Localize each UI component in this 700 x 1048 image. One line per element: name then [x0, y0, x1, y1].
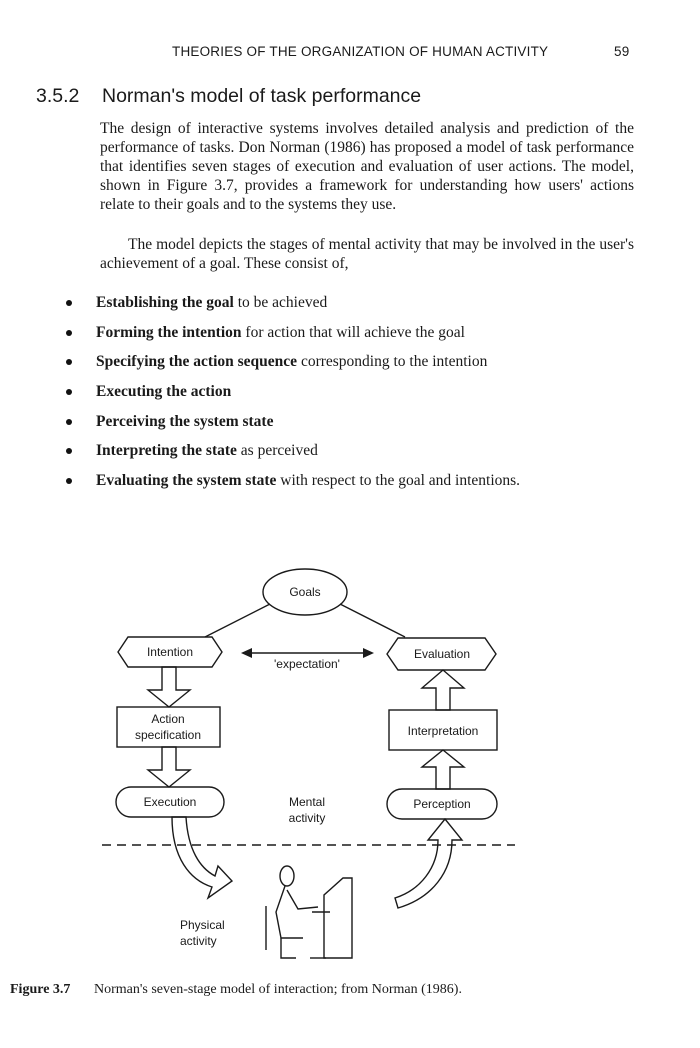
- action-specification-label-line1: Action: [151, 712, 184, 726]
- perception-curved-arrow-icon: [394, 817, 464, 909]
- list-item: Specifying the action sequence correspon…: [66, 353, 646, 383]
- mental-activity-label-line2: activity: [289, 811, 326, 825]
- stage-description: with respect to the goal and intentions.: [276, 472, 521, 490]
- norman-model-figure: Goals Intention Evaluation 'expectation'…: [102, 568, 515, 959]
- mental-activity-label-line1: Mental: [289, 795, 325, 809]
- stage-description: corresponding to the intention: [297, 353, 488, 371]
- execution-curved-arrow-icon: [171, 816, 234, 900]
- expectation-left-arrowhead-icon: [241, 648, 252, 658]
- bullet-icon: [66, 300, 72, 306]
- figure-caption-label: Figure 3.7: [10, 982, 71, 997]
- goals-ellipse: [262, 568, 348, 616]
- stage-description: as perceived: [236, 442, 318, 460]
- list-item: Perceiving the system state: [66, 413, 646, 443]
- list-item: Forming the intention for action that wi…: [66, 324, 646, 354]
- stage-description: to be achieved: [233, 294, 328, 311]
- figure-caption: Figure 3.7 Norman's seven-stage model of …: [10, 982, 462, 998]
- stage-term: Specifying the action sequence: [96, 353, 298, 371]
- stage-term: Establishing the goal: [96, 294, 234, 311]
- paragraph-2: The model depicts the stages of mental a…: [100, 236, 634, 272]
- up-arrow-icon: [420, 749, 466, 790]
- stage-term: Perceiving the system state: [96, 412, 274, 430]
- down-arrow-icon: [146, 746, 192, 788]
- physical-activity-label-line2: activity: [180, 934, 217, 948]
- expectation-right-arrowhead-icon: [363, 648, 374, 658]
- execution-label: Execution: [144, 795, 197, 809]
- list-item: Interpreting the state as perceived: [66, 442, 646, 472]
- page-number: 59: [614, 44, 630, 59]
- action-specification-label-line2: specification: [135, 728, 201, 742]
- list-item: Evaluating the system state with respect…: [66, 472, 646, 502]
- intention-hexagon: [117, 636, 223, 668]
- evaluation-label: Evaluation: [414, 647, 470, 661]
- section-number: 3.5.2: [36, 85, 80, 107]
- bullet-icon: [66, 448, 72, 455]
- list-item: Establishing the goal to be achieved: [66, 294, 646, 324]
- perception-label: Perception: [413, 797, 470, 811]
- bullet-icon: [66, 478, 72, 485]
- evaluation-hexagon: [386, 637, 497, 671]
- bullet-icon: [66, 329, 72, 336]
- interpretation-label: Interpretation: [408, 724, 479, 738]
- stage-term: Interpreting the state: [96, 442, 237, 460]
- paragraph-1: The design of interactive systems involv…: [100, 120, 634, 213]
- goals-label: Goals: [289, 585, 320, 599]
- bullet-icon: [66, 389, 72, 396]
- running-head-title: THEORIES OF THE ORGANIZATION OF HUMAN AC…: [172, 44, 549, 59]
- stage-description: for action that will achieve the goal: [241, 323, 465, 341]
- section-title: Norman's model of task performance: [102, 85, 422, 107]
- figure-caption-text: Norman's seven-stage model of interactio…: [94, 982, 462, 997]
- down-arrow-icon: [146, 666, 192, 708]
- expectation-label: 'expectation': [274, 657, 340, 671]
- list-item: Executing the action: [66, 383, 646, 413]
- stage-list: Establishing the goal to be achieved For…: [66, 294, 646, 502]
- stage-term: Evaluating the system state: [96, 472, 277, 490]
- person-at-computer-icon: [265, 865, 353, 959]
- physical-activity-label-line1: Physical: [180, 918, 225, 932]
- stage-term: Executing the action: [96, 383, 232, 401]
- goal-intention-line: [204, 603, 271, 638]
- section-heading: 3.5.2 Norman's model of task performance: [36, 85, 421, 108]
- goal-evaluation-line: [339, 603, 406, 638]
- up-arrow-icon: [420, 669, 466, 711]
- stage-term: Forming the intention: [96, 323, 242, 341]
- bullet-icon: [66, 359, 72, 366]
- intention-label: Intention: [147, 645, 193, 659]
- bullet-icon: [66, 418, 72, 425]
